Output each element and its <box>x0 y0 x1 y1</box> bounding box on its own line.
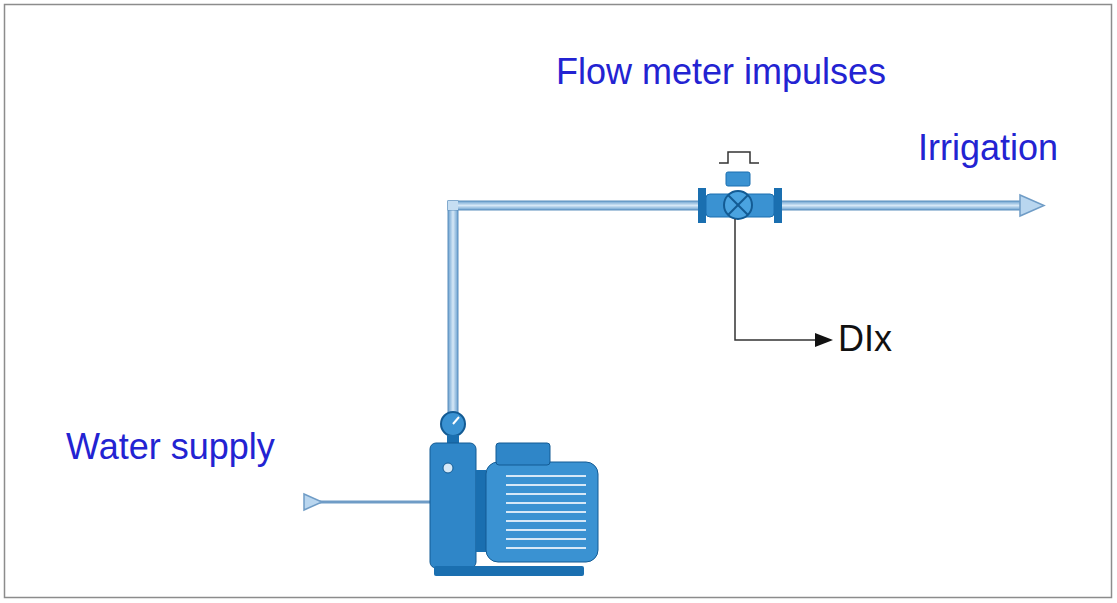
pulse-symbol <box>719 152 759 163</box>
frame <box>5 5 1112 598</box>
label: Water supply <box>66 427 275 467</box>
signal-line <box>735 219 833 347</box>
label: Flow meter impulses <box>556 52 886 92</box>
pump-symbol <box>430 412 598 576</box>
label: Irrigation <box>918 128 1058 168</box>
main-pipe <box>448 195 1044 415</box>
supply-pipe <box>304 494 432 510</box>
label: DIx <box>838 319 892 359</box>
flow-meter <box>698 172 782 223</box>
